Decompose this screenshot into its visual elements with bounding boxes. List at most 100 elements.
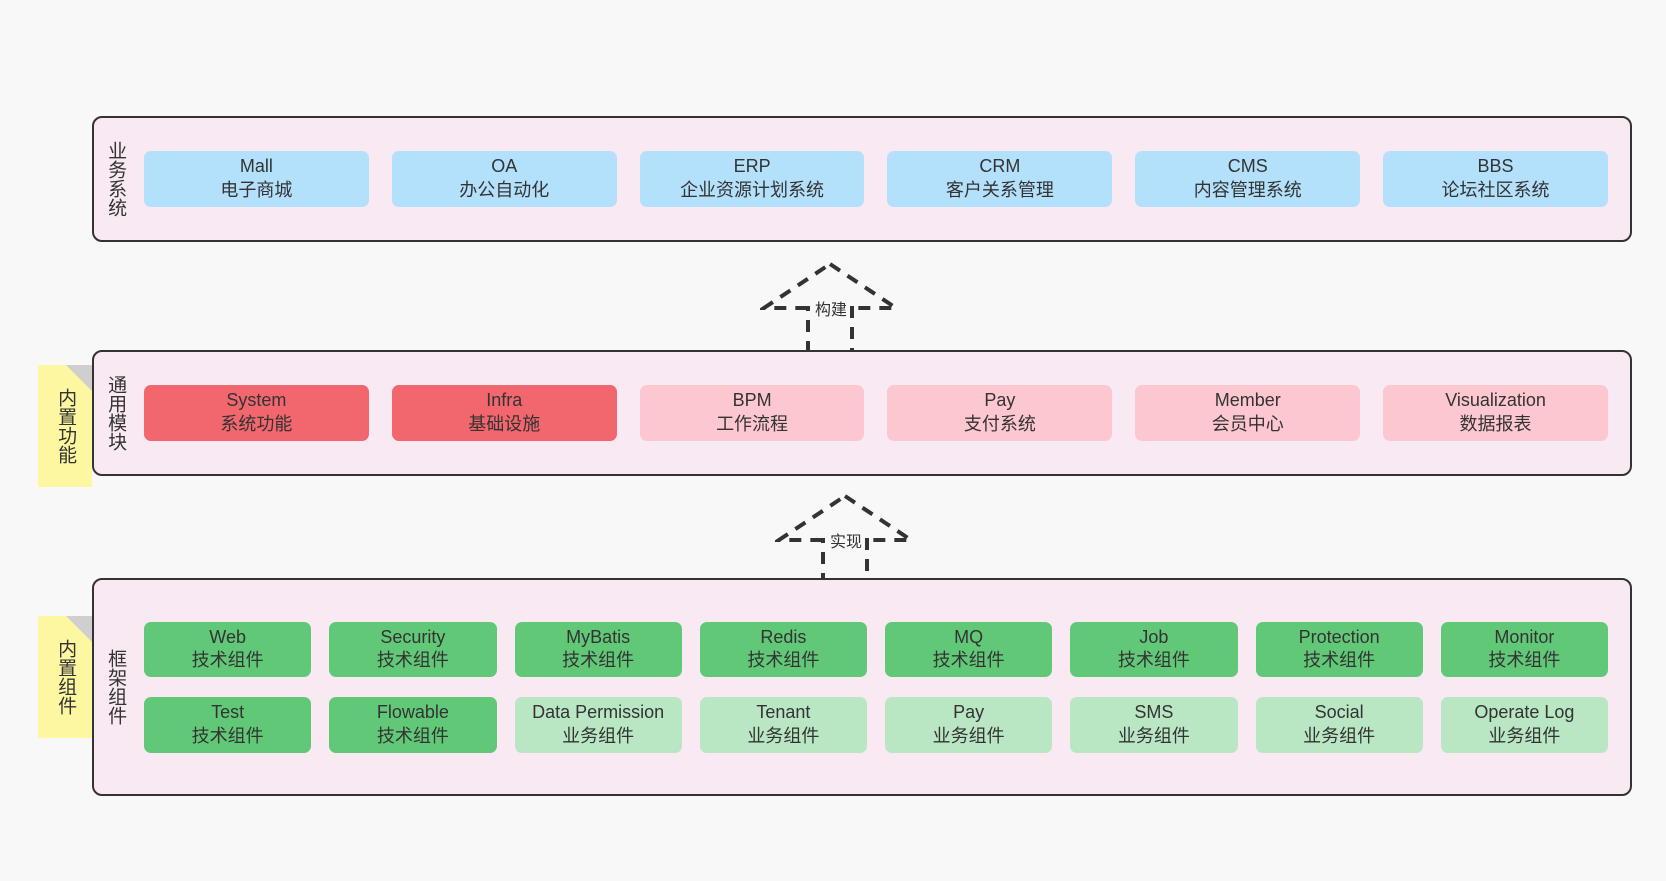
node-subtitle: 支付系统 (963, 414, 1036, 434)
node-title: Monitor (1494, 626, 1555, 647)
node-title: BPM (732, 390, 772, 411)
node-sms[interactable]: SMS 业务组件 (1070, 697, 1238, 753)
node-row: System 系统功能 Infra 基础设施 BPM 工作流程 Pay 支付系统… (144, 385, 1608, 441)
node-title: SMS (1134, 702, 1174, 722)
node-flowable[interactable]: Flowable 技术组件 (329, 697, 497, 753)
layer-common-module: 通用模块 System 系统功能 Infra 基础设施 BPM 工作流程 Pay… (92, 350, 1632, 476)
node-mybatis[interactable]: MyBatis 技术组件 (514, 621, 682, 677)
node-web[interactable]: Web 技术组件 (144, 621, 312, 677)
node-title: Mall (239, 156, 273, 177)
node-operate-log[interactable]: Operate Log 业务组件 (1440, 697, 1608, 753)
node-subtitle: 客户关系管理 (945, 180, 1054, 200)
node-row: Test 技术组件 Flowable 技术组件 Data Permission … (144, 697, 1608, 753)
node-subtitle: 业务组件 (562, 725, 635, 746)
layer-framework-component: 框架组件 Web 技术组件 Security 技术组件 MyBatis 技术组件… (92, 578, 1632, 796)
node-subtitle: 电子商城 (220, 180, 293, 200)
node-bpm[interactable]: BPM 工作流程 (639, 385, 865, 441)
connector-build-label: 构建 (815, 302, 848, 319)
node-pay-module[interactable]: Pay 支付系统 (887, 385, 1113, 441)
node-subtitle: 系统功能 (220, 414, 293, 434)
node-title: Tenant (756, 702, 811, 722)
node-mq[interactable]: MQ 技术组件 (885, 621, 1053, 677)
connector-implement-label: 实现 (830, 534, 863, 551)
connector-build: 构建 (757, 260, 903, 362)
node-title: MQ (954, 626, 984, 647)
node-tenant[interactable]: Tenant 业务组件 (699, 697, 867, 753)
node-row: Web 技术组件 Security 技术组件 MyBatis 技术组件 Redi… (144, 621, 1608, 677)
note-builtin-function: 内置功能 (38, 365, 92, 487)
node-title: Job (1139, 626, 1169, 647)
connector-build-arrow-icon (757, 261, 903, 362)
layer-body-framework-component: Web 技术组件 Security 技术组件 MyBatis 技术组件 Redi… (136, 580, 1630, 794)
node-social[interactable]: Social 业务组件 (1255, 697, 1423, 753)
node-title: CRM (979, 156, 1021, 177)
node-title: System (226, 390, 287, 411)
node-redis[interactable]: Redis 技术组件 (699, 621, 867, 677)
node-oa[interactable]: OA 办公自动化 (391, 151, 617, 207)
node-subtitle: 技术组件 (191, 725, 264, 746)
node-subtitle: 业务组件 (1488, 725, 1561, 746)
node-security[interactable]: Security 技术组件 (329, 621, 497, 677)
node-infra[interactable]: Infra 基础设施 (391, 385, 617, 441)
node-subtitle: 技术组件 (376, 650, 449, 671)
node-subtitle: 技术组件 (1117, 650, 1190, 671)
node-subtitle: 企业资源计划系统 (680, 180, 825, 200)
note-builtin-component: 内置组件 (38, 616, 92, 738)
node-subtitle: 内容管理系统 (1193, 180, 1302, 200)
layer-label-business-system: 业务系统 (105, 141, 127, 217)
node-subtitle: 业务组件 (747, 725, 820, 746)
node-title: CMS (1227, 156, 1268, 177)
node-pay-component[interactable]: Pay 业务组件 (885, 697, 1053, 753)
node-test[interactable]: Test 技术组件 (144, 697, 312, 753)
node-cms[interactable]: CMS 内容管理系统 (1135, 151, 1361, 207)
node-erp[interactable]: ERP 企业资源计划系统 (639, 151, 865, 207)
node-title: Security (380, 626, 446, 647)
node-title: Infra (486, 390, 523, 411)
node-bbs[interactable]: BBS 论坛社区系统 (1383, 151, 1608, 207)
node-title: BBS (1477, 156, 1514, 177)
node-subtitle: 技术组件 (562, 650, 635, 671)
node-subtitle: 数据报表 (1459, 414, 1532, 434)
node-subtitle: 技术组件 (747, 650, 820, 671)
node-mall[interactable]: Mall 电子商城 (144, 151, 369, 207)
node-member[interactable]: Member 会员中心 (1135, 385, 1361, 441)
layer-body-business-system: Mall 电子商城 OA 办公自动化 ERP 企业资源计划系统 CRM 客户关系… (136, 118, 1630, 240)
node-subtitle: 会员中心 (1211, 414, 1284, 434)
node-subtitle: 业务组件 (1117, 725, 1190, 746)
node-title: Test (211, 702, 245, 722)
node-title: Protection (1298, 626, 1380, 647)
layer-body-common-module: System 系统功能 Infra 基础设施 BPM 工作流程 Pay 支付系统… (136, 352, 1630, 474)
node-monitor[interactable]: Monitor 技术组件 (1440, 621, 1608, 677)
layer-label-common-module: 通用模块 (105, 375, 127, 451)
node-title: Pay (984, 390, 1016, 411)
node-protection[interactable]: Protection 技术组件 (1255, 621, 1423, 677)
node-subtitle: 工作流程 (716, 414, 789, 434)
node-subtitle: 基础设施 (468, 414, 541, 434)
node-title: Social (1314, 702, 1364, 722)
node-title: Pay (953, 702, 985, 722)
node-subtitle: 技术组件 (191, 650, 264, 671)
node-title: Web (209, 626, 246, 647)
node-title: MyBatis (566, 626, 631, 647)
node-data-permission[interactable]: Data Permission 业务组件 (514, 697, 682, 753)
node-subtitle: 办公自动化 (459, 180, 550, 200)
node-title: Data Permission (532, 702, 665, 722)
node-subtitle: 技术组件 (1488, 650, 1561, 671)
node-title: Redis (760, 626, 807, 647)
node-title: ERP (733, 156, 771, 177)
connector-implement: 实现 (772, 492, 918, 594)
layer-label-framework-component: 框架组件 (105, 649, 127, 725)
node-title: Flowable (376, 702, 449, 722)
node-subtitle: 业务组件 (1303, 725, 1376, 746)
node-subtitle: 技术组件 (1303, 650, 1376, 671)
node-job[interactable]: Job 技术组件 (1070, 621, 1238, 677)
node-crm[interactable]: CRM 客户关系管理 (887, 151, 1113, 207)
node-system[interactable]: System 系统功能 (144, 385, 369, 441)
node-title: Member (1214, 390, 1281, 411)
node-subtitle: 论坛社区系统 (1441, 180, 1550, 200)
node-title: Visualization (1445, 390, 1546, 411)
node-row: Mall 电子商城 OA 办公自动化 ERP 企业资源计划系统 CRM 客户关系… (144, 151, 1608, 207)
node-visualization[interactable]: Visualization 数据报表 (1383, 385, 1608, 441)
node-subtitle: 技术组件 (376, 725, 449, 746)
